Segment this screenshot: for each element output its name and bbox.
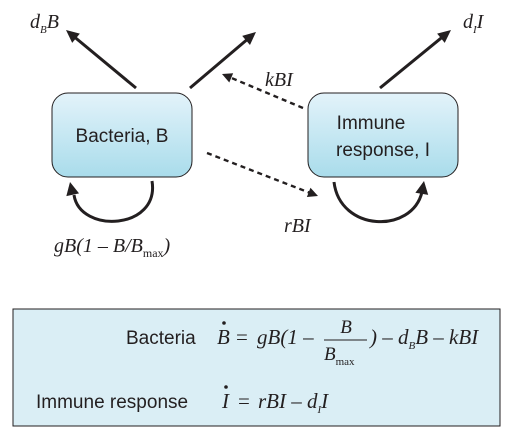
bacteria-growth-arrow	[72, 180, 154, 223]
bacteria-equation-equals: =	[236, 325, 248, 349]
immune-recruitment-loop-arrow	[332, 181, 424, 224]
bacteria-time-derivative-dot	[222, 321, 226, 325]
bacteria-equation-lhs: B	[217, 325, 230, 349]
immune-equation-rhs-suffix: I	[320, 389, 329, 413]
bacteria-fraction-denominator: Bmax	[324, 344, 355, 368]
growth-rate-label: gB(1 – B/Bmax)	[54, 235, 171, 260]
immune-node: Immune response, I	[307, 92, 459, 178]
recruitment-arrow	[206, 151, 311, 195]
bacteria-death-symbol: d	[30, 11, 41, 33]
immune-equation-rhs: rBI – dII	[258, 389, 329, 416]
immune-equation-rhs-prefix: rBI – d	[258, 389, 318, 413]
growth-rate-subscript: max	[143, 246, 164, 260]
bacteria-death-arrow	[73, 35, 137, 90]
bacteria-node: Bacteria, B	[51, 92, 193, 178]
bacteria-fraction-denominator-base: B	[324, 344, 336, 365]
bacteria-death-arrow-head	[66, 30, 80, 43]
bacteria-growth-arrow-head	[66, 182, 80, 197]
bacteria-equation-growth-suffix: ) – d	[369, 325, 409, 349]
killing-rate-label: kBI	[265, 69, 294, 91]
immune-equation: Immune response I = rBI – dII	[36, 385, 329, 416]
bacteria-death-rate-label: dBB	[30, 11, 59, 36]
killing-arrow-head	[222, 73, 234, 83]
immune-death-arrow-head	[437, 30, 451, 43]
immune-node-label-line1: Immune	[337, 113, 406, 134]
bacteria-outflow-arrow-head	[242, 32, 256, 45]
recruitment-arrow-head	[306, 187, 318, 198]
killing-arrow	[228, 75, 304, 110]
bacteria-node-box	[51, 92, 193, 178]
immune-death-symbol: d	[463, 11, 474, 33]
bacteria-death-variable: B	[47, 11, 59, 33]
immune-death-arrow	[379, 35, 444, 90]
immune-node-box	[307, 92, 459, 178]
bacteria-fraction-numerator: B	[340, 317, 352, 338]
bacteria-equation-remainder: B – kBI	[415, 325, 479, 349]
immune-equation-label: Immune response	[36, 392, 188, 413]
bacteria-outflow-arrow	[189, 37, 249, 90]
equation-panel: Bacteria B = gB(1 – B Bmax ) – dBB – kBI…	[12, 308, 501, 427]
recruitment-rate-label: rBI	[284, 215, 312, 237]
growth-rate-suffix: )	[163, 235, 171, 257]
bacteria-equation-growth-prefix: gB(1 –	[257, 325, 314, 349]
immune-death-subscript: I	[472, 24, 478, 36]
growth-rate-prefix: gB(1 – B/B	[54, 235, 143, 257]
bacteria-equation: Bacteria B = gB(1 – B Bmax ) – dBB – kBI	[126, 317, 479, 368]
bacteria-equation-label: Bacteria	[126, 328, 196, 349]
arrow-layer	[66, 30, 451, 224]
bacteria-equation-tail: ) – dBB – kBI	[369, 325, 479, 352]
bacteria-death-subscript: B	[40, 24, 47, 36]
immune-recruitment-loop-arrow-head	[415, 181, 429, 195]
immune-equation-death-subscript: I	[317, 404, 323, 416]
bacteria-equation-death-subscript: B	[409, 340, 416, 352]
immune-death-variable: I	[476, 11, 485, 33]
bacteria-node-label: Bacteria, B	[76, 126, 169, 147]
immune-equation-lhs: I	[221, 389, 230, 413]
immune-node-label-line2: response, I	[336, 140, 430, 161]
immune-equation-equals: =	[238, 389, 250, 413]
equation-panel-box	[12, 308, 501, 427]
immune-death-rate-label: dII	[463, 11, 485, 36]
bacteria-fraction-denominator-subscript: max	[336, 356, 355, 368]
immune-time-derivative-dot	[224, 385, 228, 389]
